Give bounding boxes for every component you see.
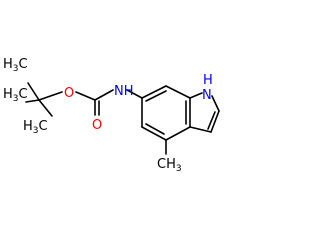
bond-ring-5 <box>141 126 167 141</box>
indole-nh-hydrogen-label: H <box>203 73 213 88</box>
aryl-methyl-label: CH3 <box>157 157 182 174</box>
methyl-label-left: H3C <box>3 87 28 104</box>
bond-c3-to-ring <box>189 126 212 133</box>
bond-ring-1 <box>141 85 167 99</box>
molecule-drawing: H3C H3C H3C O O NH H N CH3 <box>3 57 220 174</box>
bond-c2-c3-inner <box>207 111 216 130</box>
bond-nh-to-c2 <box>211 95 220 112</box>
bond-c2-c3 <box>210 110 220 133</box>
bond-ring-inner-1 <box>145 90 167 102</box>
bond-tbu-to-oxygen <box>38 91 63 101</box>
bond-tbu-methyl-left <box>25 99 40 103</box>
bond-tbu-methyl-bottom <box>38 99 53 117</box>
carbamate-nitrogen-label: NH <box>114 84 134 99</box>
bond-ring-inner-3 <box>145 123 165 135</box>
indole-nitrogen-label: N <box>202 88 212 103</box>
carbonyl-oxygen-label: O <box>92 118 102 133</box>
methyl-label-bottom: H3C <box>23 119 48 136</box>
bond-tbu-methyl-top <box>27 82 40 101</box>
bond-ring-2 <box>165 85 191 99</box>
bond-carbonyl-to-nitrogen <box>94 89 114 101</box>
methyl-label-top: H3C <box>3 57 28 74</box>
structure-canvas: H3C H3C H3C O O NH H N CH3 <box>3 57 220 174</box>
ester-oxygen-label: O <box>64 86 74 101</box>
bond-ring-4 <box>165 126 191 141</box>
bond-ring-to-nh <box>189 92 203 99</box>
bond-nitrogen-to-ring <box>126 89 143 99</box>
bond-oxygen-to-carbonyl-carbon <box>75 91 96 101</box>
